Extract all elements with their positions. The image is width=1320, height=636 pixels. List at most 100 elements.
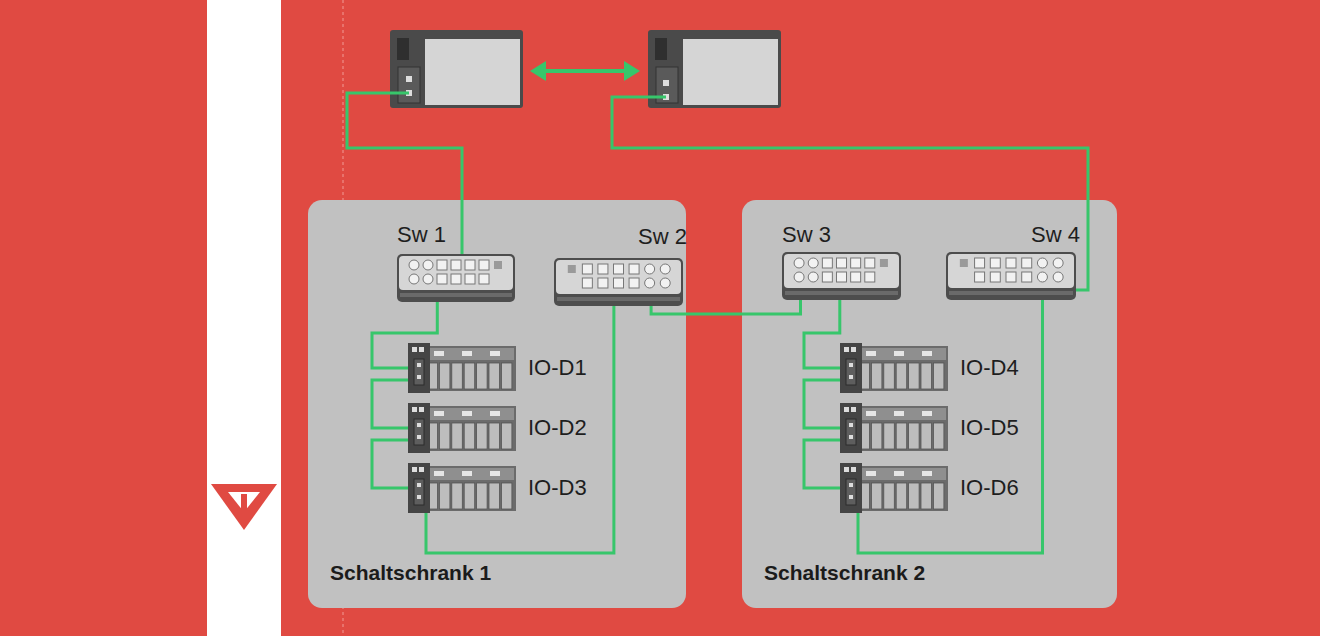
shape — [452, 423, 463, 449]
shape — [849, 435, 853, 439]
shape — [865, 272, 875, 282]
shape — [884, 363, 895, 389]
io-device: IO-D4 — [840, 343, 1035, 393]
cabinet-label: Schaltschrank 1 — [330, 560, 491, 586]
shape — [582, 264, 592, 274]
shape — [922, 411, 932, 416]
switch-symbol — [946, 252, 1076, 300]
shape — [439, 423, 450, 449]
shape — [423, 274, 433, 284]
shape — [464, 423, 475, 449]
shape — [990, 272, 1000, 282]
shape — [1022, 258, 1032, 268]
shape — [849, 483, 853, 487]
shape — [660, 264, 670, 274]
shape — [426, 408, 514, 420]
shape — [465, 274, 475, 284]
io-device: IO-D3 — [408, 463, 603, 513]
switch-symbol — [554, 258, 683, 306]
shape — [582, 278, 592, 288]
shape — [464, 363, 475, 389]
network-switch: Sw 4 — [946, 222, 1080, 300]
shape — [417, 363, 421, 367]
controller — [648, 30, 781, 108]
shape — [849, 495, 853, 499]
shape — [844, 347, 849, 352]
device-label: IO-D2 — [528, 403, 587, 453]
network-cable — [651, 300, 800, 314]
shape — [884, 423, 895, 449]
shape — [866, 411, 876, 416]
shape — [451, 274, 461, 284]
shape — [409, 260, 419, 270]
shape — [477, 423, 488, 449]
shape — [946, 252, 1076, 300]
shape — [896, 423, 907, 449]
shape — [408, 343, 430, 393]
shape — [434, 471, 444, 476]
shape — [598, 264, 608, 274]
shape — [921, 363, 932, 389]
shape — [417, 423, 421, 427]
shape — [414, 419, 424, 445]
shape — [477, 363, 488, 389]
shape — [794, 272, 804, 282]
network-cable — [426, 306, 614, 553]
shape — [465, 260, 475, 270]
cabinet: Schaltschrank 1Sw 1Sw 2IO-D1IO-D2IO-D3 — [308, 200, 686, 608]
shape — [894, 351, 904, 356]
shape — [851, 467, 856, 472]
shape — [846, 479, 856, 505]
shape — [419, 407, 424, 412]
shape — [490, 471, 500, 476]
network-cable — [372, 440, 408, 488]
shape — [858, 468, 946, 480]
shape — [933, 423, 944, 449]
shape — [598, 278, 608, 288]
shape — [896, 363, 907, 389]
shape — [933, 363, 944, 389]
shape — [871, 363, 882, 389]
shape — [645, 278, 655, 288]
shape — [1037, 258, 1047, 268]
shape — [417, 483, 421, 487]
shape — [452, 363, 463, 389]
shape — [557, 297, 680, 301]
shape — [808, 272, 818, 282]
shape — [782, 252, 901, 300]
shape — [909, 363, 920, 389]
shape — [921, 423, 932, 449]
shape — [397, 254, 515, 302]
shape — [479, 260, 489, 270]
shape — [414, 359, 424, 385]
shape — [412, 347, 417, 352]
shape — [960, 259, 968, 267]
shape — [1022, 272, 1032, 282]
network-cable — [804, 380, 840, 428]
shape — [837, 258, 847, 268]
controller — [390, 30, 523, 108]
shape — [501, 363, 512, 389]
shape — [452, 483, 463, 509]
io-device-symbol — [840, 343, 948, 393]
shape — [865, 258, 875, 268]
shape — [479, 274, 489, 284]
shape — [990, 258, 1000, 268]
shape — [922, 351, 932, 356]
switch-label: Sw 3 — [782, 222, 905, 248]
switch-label: Sw 4 — [946, 222, 1080, 248]
shape — [884, 483, 895, 509]
shape — [1053, 272, 1063, 282]
shape — [822, 272, 832, 282]
shape — [851, 407, 856, 412]
io-device-symbol — [840, 403, 948, 453]
shape — [554, 258, 683, 306]
switch-label: Sw 2 — [554, 224, 687, 250]
shape — [434, 411, 444, 416]
shape — [871, 423, 882, 449]
shape — [568, 265, 576, 273]
shape — [439, 483, 450, 509]
shape — [494, 261, 502, 269]
shape — [629, 264, 639, 274]
shape — [851, 272, 861, 282]
